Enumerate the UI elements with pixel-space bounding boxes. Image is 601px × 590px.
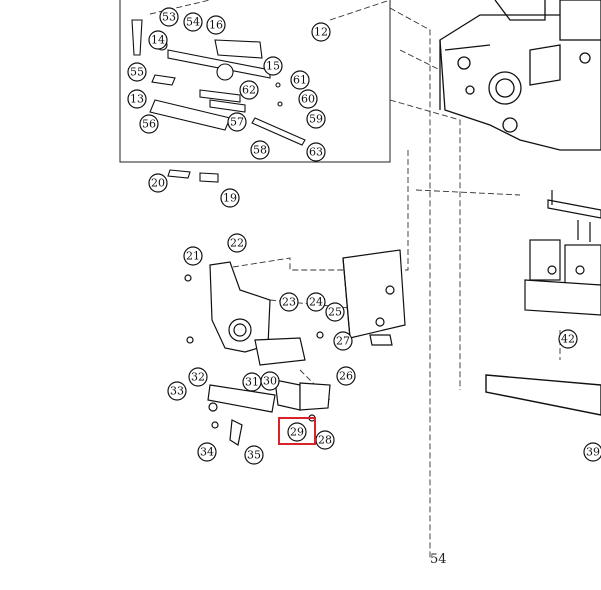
- svg-text:27: 27: [336, 335, 350, 348]
- callout-13: 13: [127, 89, 147, 109]
- callout-57: 57: [227, 112, 247, 132]
- callout-62: 62: [239, 80, 259, 100]
- callout-30: 30: [260, 371, 280, 391]
- callout-15: 15: [263, 56, 283, 76]
- callout-59: 59: [306, 109, 326, 129]
- callout-53: 53: [159, 7, 179, 27]
- svg-text:62: 62: [242, 84, 256, 97]
- svg-text:56: 56: [142, 118, 156, 131]
- svg-text:60: 60: [301, 93, 315, 106]
- svg-text:58: 58: [253, 144, 267, 157]
- callout-16: 16: [206, 15, 226, 35]
- svg-text:24: 24: [309, 296, 323, 309]
- callout-labels: 53 54 16 12 14 15 55 61 62 13 60 57 56 59 58 63 20 19 21 22…: [127, 7, 601, 465]
- svg-text:34: 34: [200, 446, 214, 459]
- svg-text:28: 28: [318, 434, 332, 447]
- right-bracket-assembly: [524, 190, 601, 316]
- callout-28: 28: [315, 430, 335, 450]
- svg-text:26: 26: [339, 370, 353, 383]
- svg-text:25: 25: [328, 306, 342, 319]
- svg-text:12: 12: [314, 26, 328, 39]
- svg-text:61: 61: [293, 74, 307, 87]
- callout-24: 24: [306, 292, 326, 312]
- inset-frame: [119, 0, 391, 163]
- svg-text:15: 15: [266, 60, 280, 73]
- callout-42: 42: [558, 329, 578, 349]
- callout-61: 61: [290, 70, 310, 90]
- callout-14: 14: [148, 30, 168, 50]
- upper-inset-parts: [131, 19, 306, 183]
- svg-text:29: 29: [290, 426, 304, 439]
- callout-25: 25: [325, 302, 345, 322]
- callout-56: 56: [139, 114, 159, 134]
- svg-text:55: 55: [130, 66, 144, 79]
- svg-text:30: 30: [263, 375, 277, 388]
- svg-text:14: 14: [151, 34, 165, 47]
- long-bar: [485, 374, 601, 416]
- svg-text:20: 20: [151, 177, 165, 190]
- callout-27: 27: [333, 331, 353, 351]
- callout-60: 60: [298, 89, 318, 109]
- callout-55: 55: [127, 62, 147, 82]
- svg-text:23: 23: [282, 296, 296, 309]
- callout-63: 63: [306, 142, 326, 162]
- callout-21: 21: [183, 246, 203, 266]
- svg-text:57: 57: [230, 116, 244, 129]
- svg-text:21: 21: [186, 250, 200, 263]
- svg-text:42: 42: [561, 333, 575, 346]
- engine-block: [439, 0, 601, 151]
- svg-text:32: 32: [191, 371, 205, 384]
- callout-19: 19: [220, 188, 240, 208]
- svg-text:22: 22: [230, 237, 244, 250]
- svg-text:59: 59: [309, 113, 323, 126]
- svg-text:35: 35: [247, 449, 261, 462]
- callout-34: 34: [197, 442, 217, 462]
- svg-text:33: 33: [170, 385, 184, 398]
- callout-58: 58: [250, 140, 270, 160]
- callout-26: 26: [336, 366, 356, 386]
- svg-text:13: 13: [130, 93, 144, 106]
- svg-text:53: 53: [162, 11, 176, 24]
- lower-assembly-parts: [184, 249, 406, 446]
- svg-text:63: 63: [309, 146, 323, 159]
- callout-35: 35: [244, 445, 264, 465]
- svg-text:54: 54: [186, 16, 200, 29]
- svg-text:16: 16: [209, 19, 223, 32]
- svg-text:31: 31: [245, 376, 259, 389]
- callout-12: 12: [311, 22, 331, 42]
- callout-32: 32: [188, 367, 208, 387]
- svg-text:19: 19: [223, 192, 237, 205]
- callout-31: 31: [242, 372, 262, 392]
- callout-39: 39: [583, 442, 601, 462]
- callout-22: 22: [227, 233, 247, 253]
- callout-29: 29: [287, 422, 307, 442]
- highlight-box: [278, 417, 316, 445]
- svg-text:39: 39: [586, 446, 600, 459]
- callout-33: 33: [167, 381, 187, 401]
- page-number: 54: [430, 552, 447, 567]
- callout-54: 54: [183, 12, 203, 32]
- callout-20: 20: [148, 173, 168, 193]
- callout-23: 23: [279, 292, 299, 312]
